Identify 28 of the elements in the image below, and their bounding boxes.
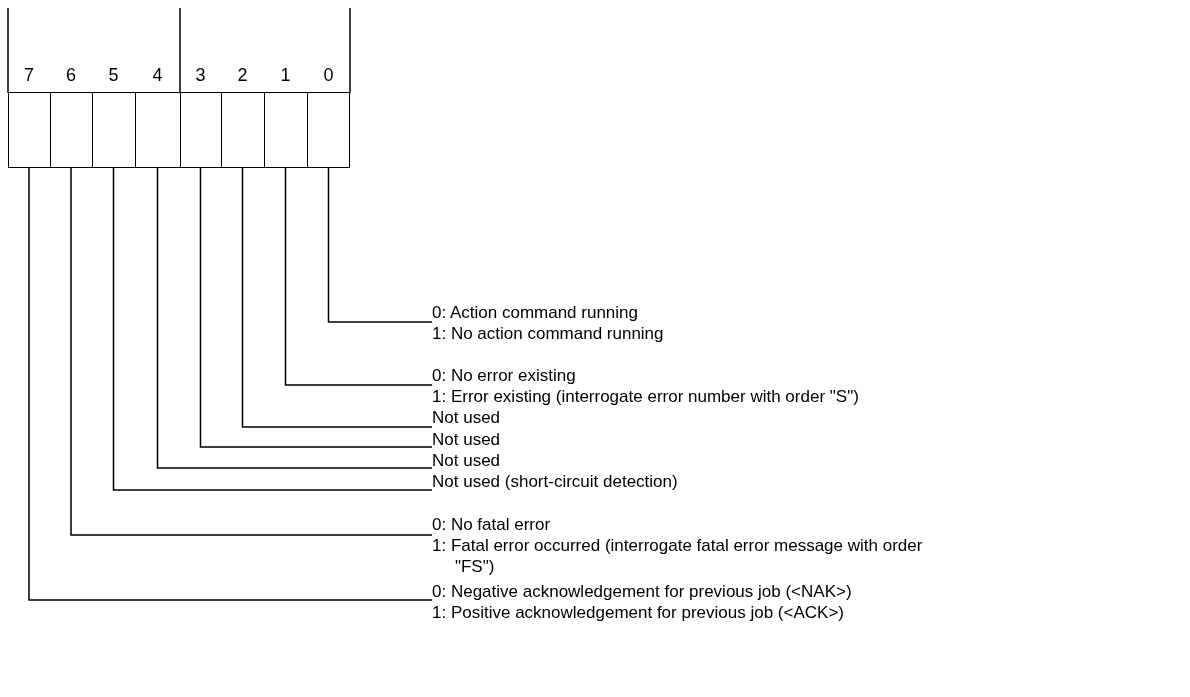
leader-line (70, 167, 433, 536)
bit-description: Not used (short-circuit detection) (432, 471, 678, 492)
bit-description: 1: No action command running (432, 323, 664, 344)
bit-number: 7 (23, 64, 35, 86)
bit-description: 1: Fatal error occurred (interrogate fatal error message with order "FS") (432, 535, 924, 577)
leader-line (327, 167, 433, 323)
leader-line (156, 167, 433, 469)
bit-number: 4 (151, 64, 164, 86)
bit-description: 0: Action command running (432, 302, 638, 323)
bit-number: 2 (236, 64, 249, 86)
bit-description: Not used (432, 450, 501, 471)
bit-number: 5 (107, 64, 120, 86)
bit-description: Not used (432, 407, 501, 428)
bit-number: 1 (279, 64, 292, 86)
leader-line (241, 167, 433, 428)
bit-description: 0: No error existing (432, 365, 576, 386)
bit-number: 0 (322, 64, 335, 86)
bit-description: 0: Negative acknowledgement for previous job (<NAK>) (432, 581, 852, 602)
bit-description: 1: Positive acknowledgement for previous job (<ACK>) (432, 602, 844, 623)
leader-line (284, 167, 433, 386)
bit-description: Not used (432, 429, 501, 450)
leader-line (112, 167, 433, 491)
bit-description: 0: No fatal error (432, 514, 551, 535)
leader-line (28, 167, 433, 601)
leader-line (199, 167, 433, 448)
bit-number: 3 (194, 64, 207, 86)
bit-description: 1: Error existing (interrogate error number with order "S") (432, 386, 859, 407)
bit-number: 6 (65, 64, 77, 86)
